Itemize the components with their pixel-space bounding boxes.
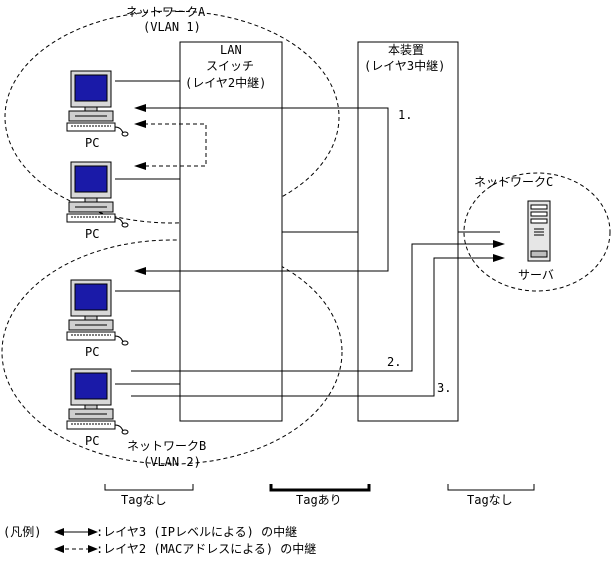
network-b-name: ネットワークB [127, 439, 206, 453]
path-3-route [131, 257, 495, 397]
network-b-vlan: (VLAN 2) [143, 455, 201, 469]
pc-4-label: PC [85, 434, 99, 448]
legend-layer3-text: :レイヤ3 (IPレベルによる) の中継 [96, 524, 297, 539]
network-b-boundary [1, 239, 343, 465]
device-line1: 本装置 [388, 43, 424, 57]
path-1-route [142, 107, 389, 272]
path-1-label: 1. [398, 108, 412, 122]
network-c-name: ネットワークC [474, 175, 553, 189]
layer2-arrow-down [134, 162, 146, 170]
pc-3-label: PC [85, 345, 99, 359]
network-a-vlan: (VLAN 1) [143, 20, 201, 34]
legend-layer2-text: :レイヤ2 (MACアドレスによる) の中継 [96, 541, 316, 556]
pc-3-icon [66, 279, 129, 346]
device-line2: (レイヤ3中継) [364, 58, 445, 73]
network-c-boundary [463, 172, 611, 292]
path-2-arrow [493, 240, 505, 248]
legend-layer3-arrow-right [88, 528, 98, 536]
path-3-label: 3. [437, 381, 451, 395]
segment-bracket-left [104, 484, 194, 491]
network-a-name: ネットワークA [126, 5, 206, 19]
legend-title: (凡例) [3, 525, 41, 539]
device-box [357, 41, 459, 422]
network-a-boundary [4, 10, 340, 224]
path-1-arrow-down [134, 267, 146, 275]
legend-layer2-arrow-right [88, 545, 98, 553]
segment-right-label: Tagなし [467, 493, 513, 507]
server-icon [527, 200, 551, 262]
legend-layer3-arrow-left [54, 528, 64, 536]
pc-2-label: PC [85, 227, 99, 241]
segment-middle-label: Tagあり [296, 493, 342, 507]
layer2-route [142, 123, 207, 167]
legend-layer2-arrow-left [54, 545, 64, 553]
segment-left-label: Tagなし [121, 493, 167, 507]
pc-1-label: PC [85, 136, 99, 150]
path-2-route [131, 243, 495, 372]
lan-switch-line2: スイッチ [206, 59, 254, 73]
layer2-arrow-up [134, 120, 146, 128]
server-label: サーバ [518, 268, 554, 282]
lan-switch-box [179, 41, 283, 422]
pc-2-icon [66, 161, 129, 228]
segment-bracket-middle [269, 484, 371, 492]
path-1-arrow-up [134, 104, 146, 112]
path-2-label: 2. [387, 355, 401, 369]
path-3-arrow [493, 254, 505, 262]
lan-switch-line1: LAN [220, 43, 242, 57]
segment-bracket-right [447, 484, 535, 491]
pc-4-icon [66, 368, 129, 435]
lan-switch-line3: (レイヤ2中継) [185, 75, 266, 90]
